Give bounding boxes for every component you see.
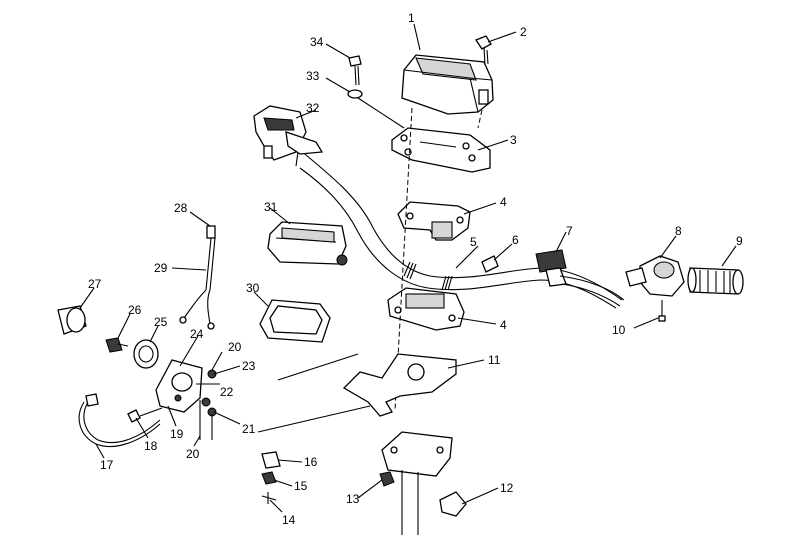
callout-7: 7	[566, 224, 573, 238]
part-16-clip	[261, 451, 281, 469]
callout-3: 3	[510, 133, 517, 147]
leader-33	[357, 97, 405, 129]
callout-14: 14	[282, 513, 296, 527]
callout-10: 10	[612, 323, 626, 337]
callout-leaders	[79, 23, 737, 513]
callout-30: 30	[246, 281, 260, 295]
callout-29: 29	[154, 261, 168, 275]
leader-bracket	[257, 405, 371, 433]
callout-15: 15	[294, 479, 308, 493]
part-26-key-switch	[105, 337, 129, 353]
part-8-throttle-housing	[625, 255, 685, 297]
callout-20-upper: 20	[228, 340, 242, 354]
part-11-mounting-bracket	[342, 353, 457, 417]
part-19-switch-bracket	[155, 359, 203, 413]
part-4-lower-clamp	[387, 287, 465, 331]
callout-28: 28	[174, 201, 188, 215]
callout-4-lower: 4	[500, 318, 507, 332]
part-31-speedometer	[267, 221, 348, 266]
part-3-plate	[391, 127, 491, 173]
part-27-cylinder	[57, 305, 87, 335]
callout-17: 17	[100, 458, 114, 472]
part-20-23-nuts	[201, 369, 217, 417]
callout-22: 22	[220, 385, 234, 399]
part-12-steering-post	[381, 431, 467, 535]
callout-25: 25	[154, 315, 168, 329]
callout-11: 11	[488, 353, 501, 367]
callout-27: 27	[88, 277, 102, 291]
callout-34: 34	[310, 35, 324, 49]
callout-6: 6	[512, 233, 519, 247]
part-32-left-control	[253, 105, 324, 161]
callout-5: 5	[470, 235, 477, 249]
callout-18: 18	[144, 439, 158, 453]
callout-33: 33	[306, 69, 320, 83]
callout-26: 26	[128, 303, 142, 317]
leader-bezel	[277, 353, 359, 381]
callout-13: 13	[346, 492, 360, 506]
part-34-bolt	[348, 55, 362, 86]
callout-21: 21	[242, 422, 256, 436]
part-14-screw	[261, 492, 277, 504]
callout-labels: 1 2 3 4 4 5 6 7 8 9 10 11 12 13 14 15 16…	[88, 11, 743, 527]
part-4-upper-clamp	[397, 201, 471, 241]
callout-9: 9	[736, 234, 743, 248]
callout-31: 31	[264, 200, 278, 214]
part-28-29-speedo-cable	[179, 225, 216, 330]
callout-2: 2	[520, 25, 527, 39]
part-1-cover	[401, 54, 494, 115]
callout-8: 8	[675, 224, 682, 238]
part-21-screws	[199, 400, 213, 440]
upper-dash-line	[477, 109, 483, 129]
callout-24: 24	[190, 327, 204, 341]
part-13-nut	[379, 471, 395, 487]
callout-16: 16	[304, 455, 318, 469]
callout-20-lower: 20	[186, 447, 200, 461]
part-2-bolt	[475, 35, 492, 66]
callout-4-upper: 4	[500, 195, 507, 209]
part-7-right-switch	[535, 249, 625, 307]
part-25-ring	[133, 339, 159, 369]
part-30-bezel	[259, 299, 331, 343]
callout-1: 1	[408, 11, 415, 25]
callout-12: 12	[500, 481, 514, 495]
part-9-grip	[687, 267, 744, 295]
part-15-spacer	[261, 471, 277, 485]
callout-32: 32	[306, 101, 320, 115]
part-10-screw	[658, 300, 666, 322]
callout-19: 19	[170, 427, 184, 441]
part-33-washer	[347, 89, 363, 99]
callout-23: 23	[242, 359, 256, 373]
